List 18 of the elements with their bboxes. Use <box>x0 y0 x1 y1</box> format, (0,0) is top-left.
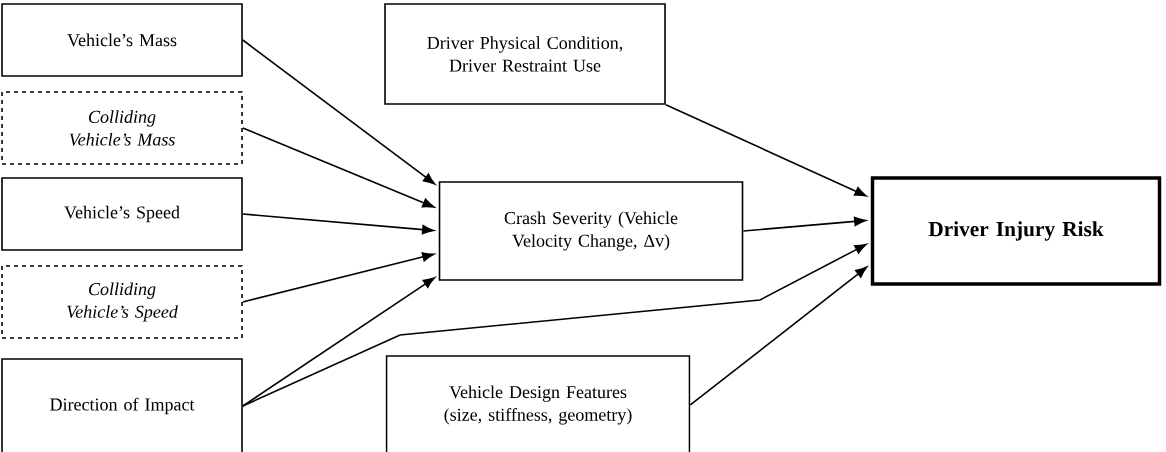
arrow <box>242 213 435 235</box>
arrow <box>242 277 436 407</box>
factor-box: Crash Severity (Vehicle Velocity Change, Δv) <box>438 181 744 281</box>
factor-box: Direction of Impact <box>1 358 243 452</box>
arrow <box>242 243 867 407</box>
dashed-box: Colliding Vehicle’s Mass <box>1 91 243 165</box>
arrow <box>665 104 867 197</box>
arrow <box>689 266 868 406</box>
arrow <box>242 39 436 185</box>
factor-box: Vehicle’s Mass <box>1 3 243 77</box>
arrow <box>742 216 867 232</box>
arrow <box>242 252 435 303</box>
factor-box: Driver Physical Condition, Driver Restraint Use <box>384 3 666 105</box>
dashed-box: Colliding Vehicle’s Speed <box>1 265 243 339</box>
factor-box: Vehicle Design Features (size, stiffness, geometry) <box>385 355 691 452</box>
arrow <box>242 127 435 208</box>
factor-box: Vehicle’s Speed <box>1 177 243 251</box>
outcome-box: Driver Injury Risk <box>870 176 1162 286</box>
